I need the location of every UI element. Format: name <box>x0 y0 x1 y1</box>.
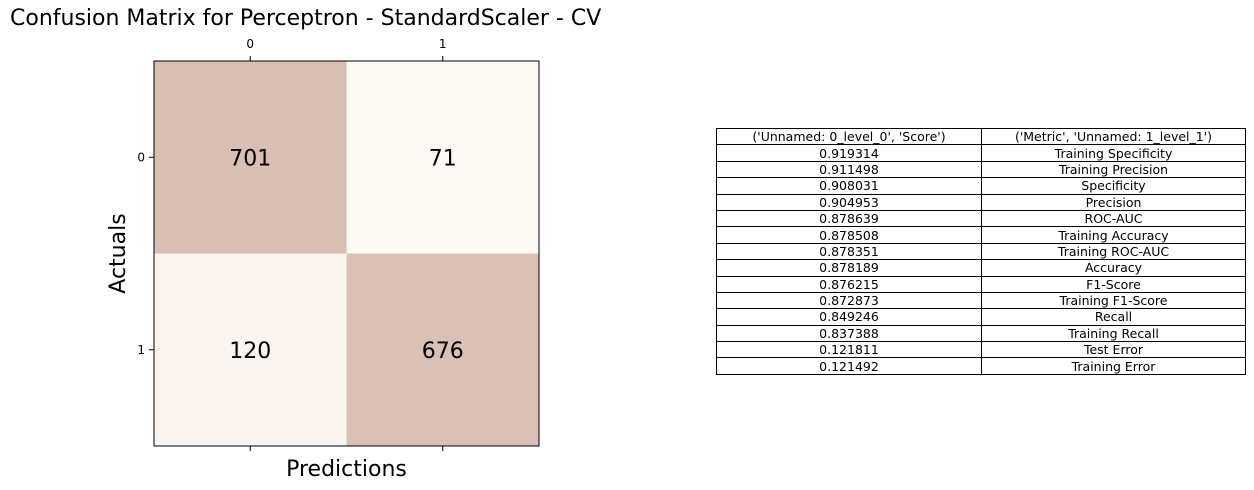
metric-cell: Training Specificity <box>981 144 1246 162</box>
metric-cell: ROC-AUC <box>981 209 1246 228</box>
table-header-metric: ('Metric', 'Unnamed: 1_level_1') <box>981 127 1246 146</box>
x-tick-label: 0 <box>246 37 254 51</box>
metric-cell: Test Error <box>981 341 1246 359</box>
metric-cell: Specificity <box>981 177 1246 195</box>
x-axis-label: Predictions <box>286 457 407 482</box>
metric-cell: Training Recall <box>981 324 1246 343</box>
score-cell: 0.911498 <box>716 160 982 179</box>
metric-cell: Training Precision <box>981 160 1246 179</box>
cell-value-label: 676 <box>422 339 464 364</box>
matrix-cell <box>154 253 347 446</box>
matrix-cell <box>346 61 539 254</box>
metric-cell: F1-Score <box>981 275 1246 293</box>
metric-cell: Training ROC-AUC <box>981 242 1246 261</box>
score-cell: 0.121492 <box>716 357 982 375</box>
cell-value-label: 701 <box>229 146 271 171</box>
metric-cell: Recall <box>981 308 1246 326</box>
score-cell: 0.121811 <box>716 341 982 359</box>
y-tick-label: 0 <box>137 150 145 164</box>
score-cell: 0.904953 <box>716 193 982 211</box>
score-cell: 0.872873 <box>716 291 982 310</box>
score-cell: 0.878508 <box>716 226 982 244</box>
table-header-row: ('Unnamed: 0_level_0', 'Score') ('Metric… <box>716 127 1246 146</box>
score-cell: 0.876215 <box>716 275 982 293</box>
metrics-table: ('Unnamed: 0_level_0', 'Score') ('Metric… <box>716 127 1246 375</box>
metric-cell: Accuracy <box>981 259 1246 277</box>
score-cell: 0.837388 <box>716 324 982 343</box>
score-cell: 0.878639 <box>716 209 982 228</box>
matrix-frame <box>153 60 540 447</box>
chart-title: Confusion Matrix for Perceptron - Standa… <box>10 6 602 31</box>
cell-value-label: 120 <box>229 339 271 364</box>
metric-cell: Training Accuracy <box>981 226 1246 244</box>
y-tick-label: 1 <box>137 343 145 357</box>
score-cell: 0.878351 <box>716 242 982 261</box>
score-cell: 0.878189 <box>716 259 982 277</box>
cell-value-label: 71 <box>429 146 457 171</box>
score-cell: 0.908031 <box>716 177 982 195</box>
score-cell: 0.849246 <box>716 308 982 326</box>
metric-cell: Training Error <box>981 357 1246 375</box>
score-cell: 0.919314 <box>716 144 982 162</box>
x-tick-label: 1 <box>439 37 447 51</box>
matrix-cell <box>154 61 347 254</box>
y-axis-label: Actuals <box>106 213 131 293</box>
metric-cell: Precision <box>981 193 1246 211</box>
metric-cell: Training F1-Score <box>981 291 1246 310</box>
matrix-cell <box>346 253 539 446</box>
table-header-score: ('Unnamed: 0_level_0', 'Score') <box>716 127 982 146</box>
